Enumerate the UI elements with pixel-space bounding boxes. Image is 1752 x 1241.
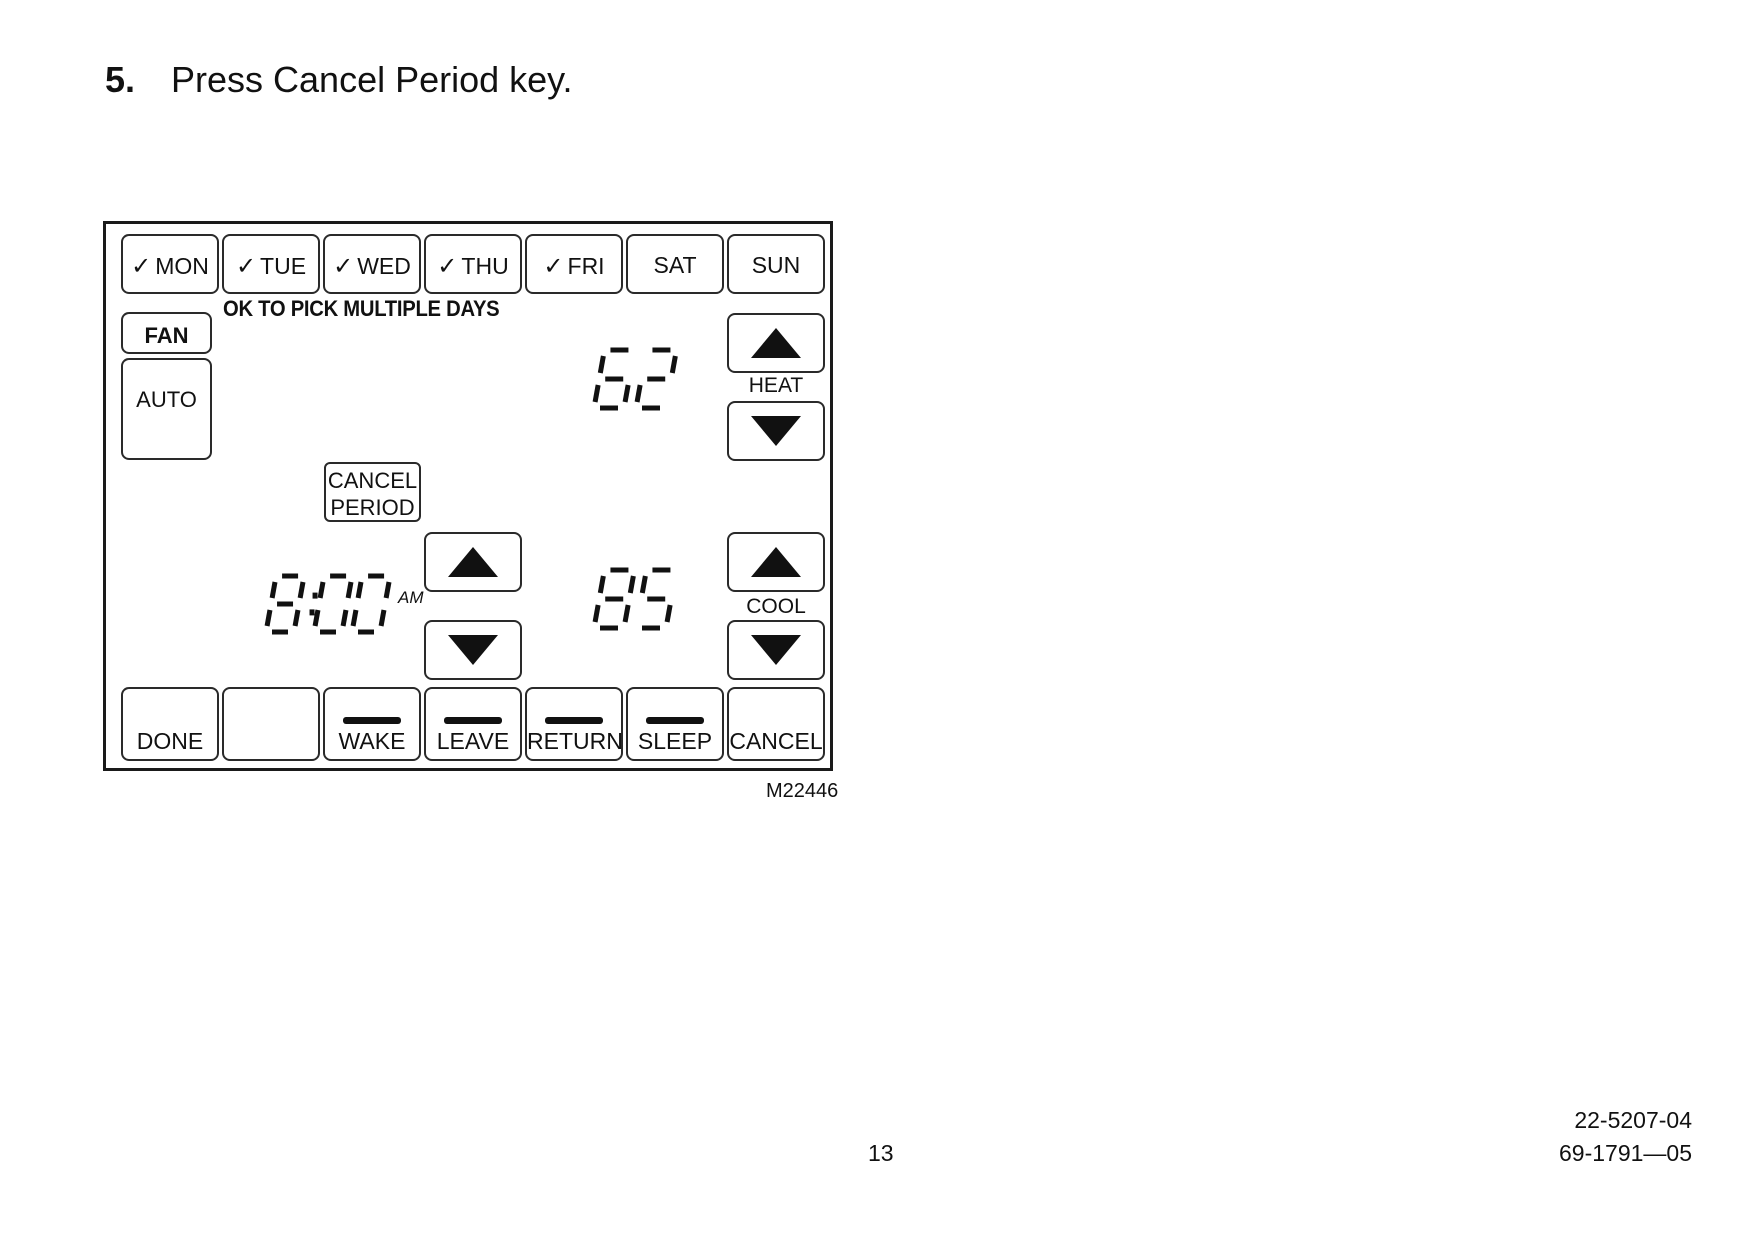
cancel-button[interactable]: CANCEL xyxy=(727,687,825,761)
lcd-segment xyxy=(597,355,606,374)
lcd-segment xyxy=(622,604,631,623)
lcd-segment xyxy=(639,575,648,594)
day-key-wed[interactable]: ✓WED xyxy=(323,234,421,294)
check-icon: ✓ xyxy=(333,253,354,280)
cool-label: COOL xyxy=(746,595,806,618)
time-display xyxy=(264,573,436,651)
lcd-segment xyxy=(312,609,321,627)
day-key-sat[interactable]: SAT xyxy=(626,234,724,294)
lcd-segment xyxy=(317,581,326,599)
lcd-segment xyxy=(269,581,278,599)
triangle-down-icon xyxy=(751,416,801,446)
fan-button[interactable]: FAN xyxy=(121,312,212,354)
cool-down-button[interactable] xyxy=(727,620,825,680)
lcd-segment xyxy=(350,609,359,627)
triangle-down-icon xyxy=(448,635,498,665)
day-key-sun[interactable]: SUN xyxy=(727,234,825,294)
lcd-segment xyxy=(622,384,631,403)
done-button[interactable]: DONE xyxy=(121,687,219,761)
day-key-mon[interactable]: ✓MON xyxy=(121,234,219,294)
heat-setpoint-display xyxy=(592,347,694,425)
triangle-up-icon xyxy=(751,547,801,577)
triangle-up-icon xyxy=(448,547,498,577)
page-number: 13 xyxy=(868,1140,894,1166)
lcd-segment xyxy=(345,581,354,599)
lcd-segment xyxy=(264,609,273,627)
check-icon: ✓ xyxy=(437,253,458,280)
cancel-period-button[interactable]: CANCEL PERIOD xyxy=(324,462,421,522)
am-pm-indicator: AM xyxy=(398,588,424,607)
lcd-segment xyxy=(627,575,636,594)
step-text: Press Cancel Period key. xyxy=(171,59,573,100)
heat-down-button[interactable] xyxy=(727,401,825,461)
lcd-segment xyxy=(592,384,601,403)
period-indicator-bar xyxy=(444,717,502,724)
lcd-segment xyxy=(297,581,306,599)
period-indicator-bar xyxy=(646,717,704,724)
lcd-segment xyxy=(664,604,673,623)
lcd-colon-dot xyxy=(309,609,315,616)
lcd-segment xyxy=(340,609,349,627)
document-numbers: 22-5207-04 69-1791—05 xyxy=(1559,1107,1692,1166)
instruction: 5. Press Cancel Period key. xyxy=(105,58,573,102)
heat-up-button[interactable] xyxy=(727,313,825,373)
blank-button[interactable] xyxy=(222,687,320,761)
wake-button[interactable]: WAKE xyxy=(323,687,421,761)
lcd-segment xyxy=(634,384,643,403)
return-button[interactable]: RETURN xyxy=(525,687,623,761)
multiple-days-hint: OK TO PICK MULTIPLE DAYS xyxy=(223,296,500,321)
lcd-segment xyxy=(383,581,392,599)
day-key-tue[interactable]: ✓TUE xyxy=(222,234,320,294)
cool-up-button[interactable] xyxy=(727,532,825,592)
lcd-segment xyxy=(597,575,606,594)
lcd-segment xyxy=(292,609,301,627)
lcd-segment xyxy=(592,604,601,623)
time-up-button[interactable] xyxy=(424,532,522,592)
lcd-segment xyxy=(355,581,364,599)
period-indicator-bar xyxy=(545,717,603,724)
heat-label: HEAT xyxy=(748,374,804,397)
triangle-down-icon xyxy=(751,635,801,665)
lcd-colon-dot xyxy=(312,592,318,599)
time-down-button[interactable] xyxy=(424,620,522,680)
lcd-segment xyxy=(669,355,678,374)
step-number: 5. xyxy=(105,59,136,100)
leave-button[interactable]: LEAVE xyxy=(424,687,522,761)
check-icon: ✓ xyxy=(131,253,152,280)
sleep-button[interactable]: SLEEP xyxy=(626,687,724,761)
day-key-fri[interactable]: ✓FRI xyxy=(525,234,623,294)
period-indicator-bar xyxy=(343,717,401,724)
thermostat-screen: ✓MON ✓TUE ✓WED ✓THU ✓FRI SAT SUN OK TO P… xyxy=(103,221,833,771)
cool-setpoint-display xyxy=(592,567,694,645)
triangle-up-icon xyxy=(751,328,801,358)
check-icon: ✓ xyxy=(543,253,564,280)
lcd-segment xyxy=(378,609,387,627)
day-key-thu[interactable]: ✓THU xyxy=(424,234,522,294)
figure-id: M22446 xyxy=(766,780,839,802)
fan-mode-button[interactable]: AUTO xyxy=(121,358,212,460)
check-icon: ✓ xyxy=(235,253,257,280)
